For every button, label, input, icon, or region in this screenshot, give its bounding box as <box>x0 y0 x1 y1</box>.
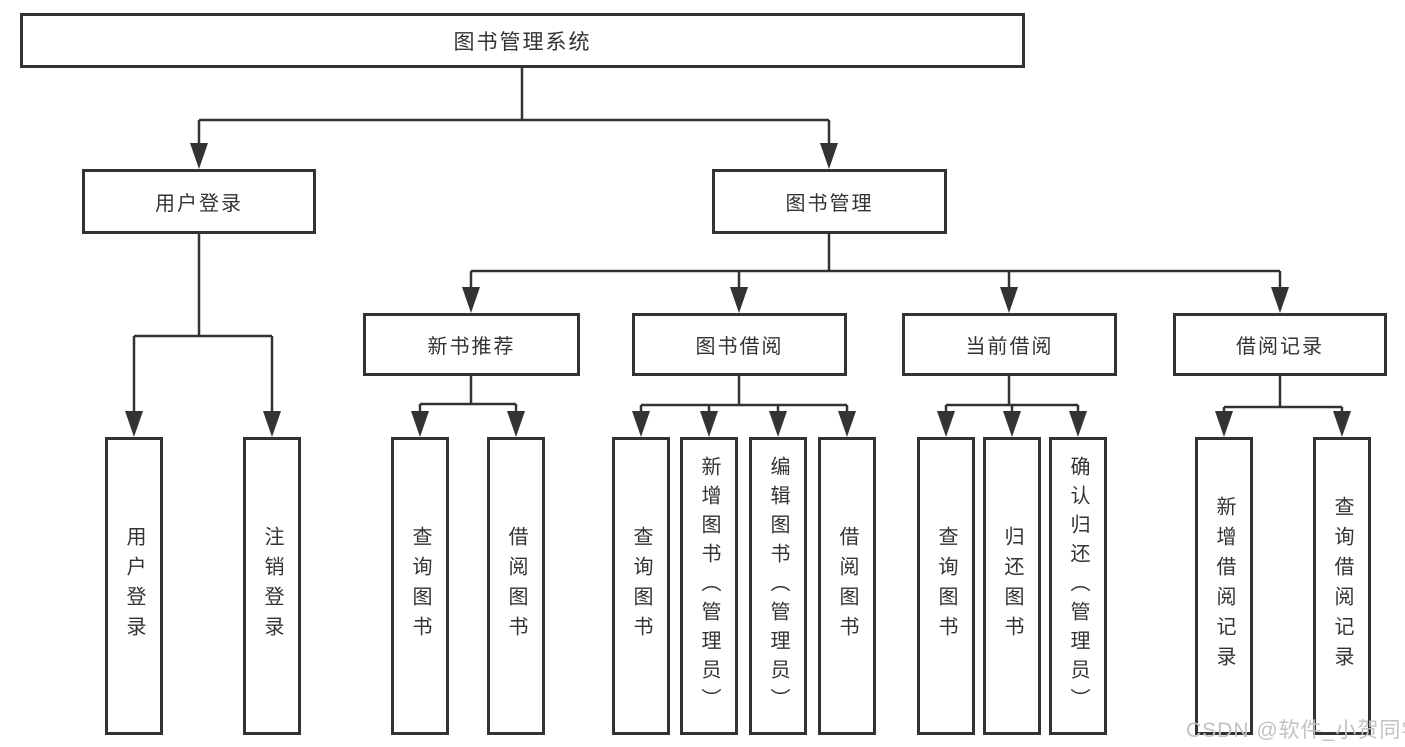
leaf-label: 查询借阅记录 <box>1331 496 1353 676</box>
leaf-borrow-edit-book-admin: 编辑图书（管理员） <box>749 437 807 735</box>
node-book-management: 图书管理 <box>712 169 947 234</box>
leaf-label: 查询图书 <box>935 526 957 646</box>
leaf-label: 借阅图书 <box>505 526 527 646</box>
leaf-current-query-book: 查询图书 <box>917 437 975 735</box>
leaf-current-return-book: 归还图书 <box>983 437 1041 735</box>
connector-user-login-to-leaves <box>125 234 281 437</box>
leaf-label: 注销登录 <box>261 526 283 646</box>
connector-book-management-to-level3 <box>462 234 1289 313</box>
node-book-borrowing: 图书借阅 <box>632 313 847 376</box>
node-library-management-system: 图书管理系统 <box>20 13 1025 68</box>
leaf-label: 编辑图书（管理员） <box>767 455 789 717</box>
connector-root-to-level2 <box>190 68 838 169</box>
leaf-borrow-query-book: 查询图书 <box>612 437 670 735</box>
node-new-book-recommendation: 新书推荐 <box>363 313 580 376</box>
connector-recommend-to-leaves <box>411 376 525 437</box>
connector-records-to-leaves <box>1215 376 1351 437</box>
node-user-login: 用户登录 <box>82 169 316 234</box>
leaf-label: 新增图书（管理员） <box>698 455 720 717</box>
leaf-label: 借阅图书 <box>836 526 858 646</box>
leaf-borrow-borrow-book: 借阅图书 <box>818 437 876 735</box>
leaf-label: 新增借阅记录 <box>1213 496 1235 676</box>
leaf-records-add-record: 新增借阅记录 <box>1195 437 1253 735</box>
node-current-borrowing: 当前借阅 <box>902 313 1117 376</box>
node-borrowing-records: 借阅记录 <box>1173 313 1387 376</box>
leaf-label: 归还图书 <box>1001 526 1023 646</box>
leaf-recommend-borrow-book: 借阅图书 <box>487 437 545 735</box>
leaf-current-confirm-return-admin: 确认归还（管理员） <box>1049 437 1107 735</box>
connector-current-to-leaves <box>937 376 1087 437</box>
leaf-label: 查询图书 <box>630 526 652 646</box>
leaf-label: 确认归还（管理员） <box>1067 455 1089 717</box>
connector-borrowing-to-leaves <box>632 376 856 437</box>
leaf-records-query-record: 查询借阅记录 <box>1313 437 1371 735</box>
leaf-user-login: 用户登录 <box>105 437 163 735</box>
leaf-recommend-query-book: 查询图书 <box>391 437 449 735</box>
leaf-label: 查询图书 <box>409 526 431 646</box>
leaf-label: 用户登录 <box>123 526 145 646</box>
csdn-watermark: CSDN @软件_小贺同学 <box>1186 719 1405 742</box>
leaf-borrow-add-book-admin: 新增图书（管理员） <box>680 437 738 735</box>
leaf-logout-login: 注销登录 <box>243 437 301 735</box>
